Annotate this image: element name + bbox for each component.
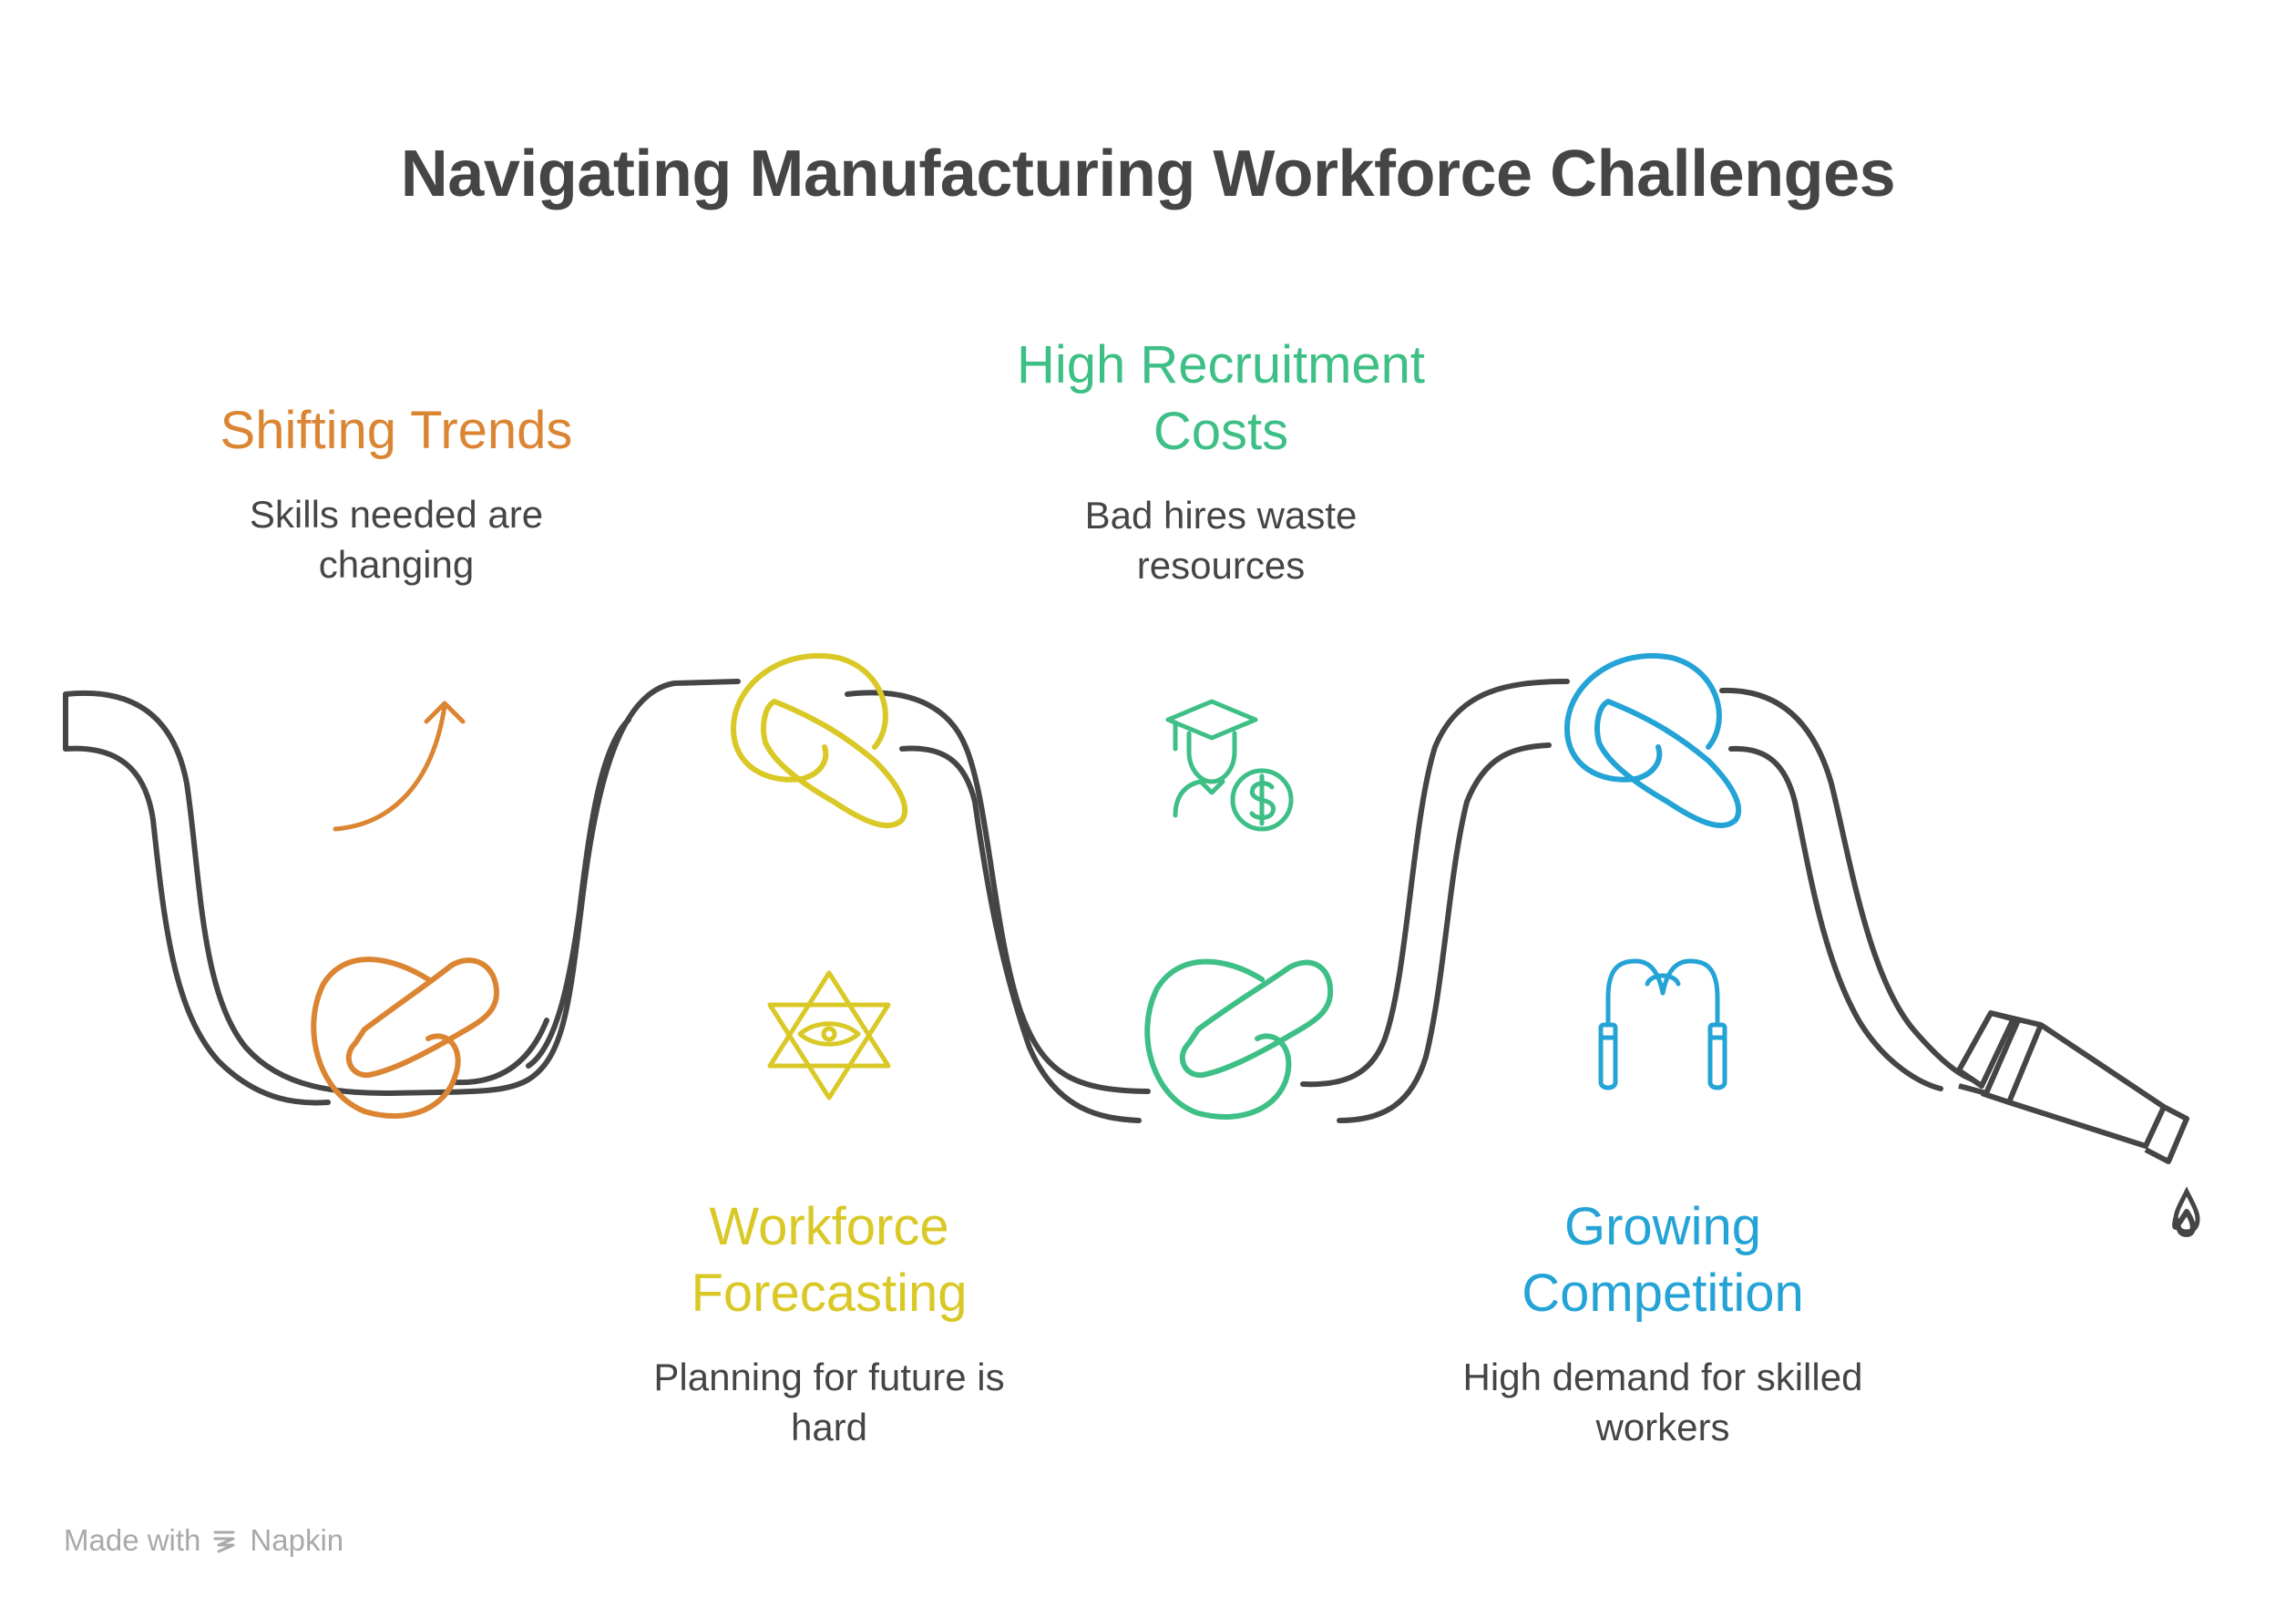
trending-arrow-icon [333, 701, 466, 832]
step-high-recruitment-costs: High Recruitment Costs Bad hires waste r… [984, 332, 1458, 590]
jump-rope-icon [1598, 958, 1727, 1090]
hose-rope [63, 679, 1975, 1123]
star-eye-icon [767, 970, 891, 1100]
step-heading: Shifting Trends [220, 401, 573, 460]
knot-orange [311, 957, 500, 1119]
hose-nozzle [1956, 1010, 2196, 1237]
step-shifting-trends: Shifting Trends Skills needed are changi… [173, 397, 620, 589]
footer-credit: Made with Napkin [64, 1523, 343, 1558]
napkin-logo-icon [213, 1530, 235, 1553]
diagram-title: Navigating Manufacturing Workforce Chall… [400, 138, 1896, 210]
knot-blue [1563, 652, 1742, 829]
water-drop-icon [2173, 1186, 2200, 1234]
step-description: Bad hires waste resources [1084, 494, 1358, 587]
step-description: High demand for skilled workers [1462, 1356, 1863, 1448]
step-heading: Growing Competition [1522, 1197, 1804, 1323]
step-heading: High Recruitment Costs [1016, 335, 1426, 461]
step-description: Skills needed are changing [249, 493, 544, 586]
made-with-label: Made with [64, 1523, 201, 1557]
step-growing-competition: Growing Competition High demand for skil… [1417, 1193, 1909, 1452]
knot-yellow [730, 652, 908, 829]
graduate-dollar-icon [1165, 699, 1294, 832]
step-heading: Workforce Forecasting [691, 1197, 968, 1323]
brand-label: Napkin [250, 1523, 344, 1557]
step-description: Planning for future is hard [653, 1356, 1005, 1448]
knot-green [1144, 958, 1334, 1120]
step-workforce-forecasting: Workforce Forecasting Planning for futur… [601, 1193, 1057, 1452]
